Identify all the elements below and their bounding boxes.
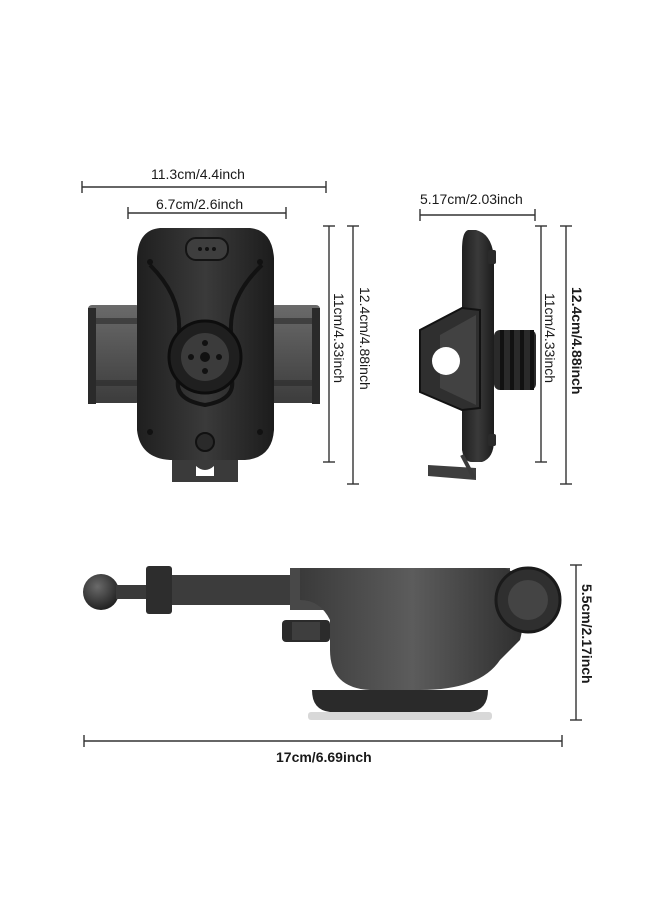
front-view-holder xyxy=(88,228,320,482)
base-length-label: 17cm/6.69inch xyxy=(276,749,372,765)
ball-joint xyxy=(83,574,119,610)
front-inner-width-label: 6.7cm/2.6inch xyxy=(156,196,244,212)
base-height-label: 5.5cm/2.17inch xyxy=(579,584,595,684)
base-arm-view xyxy=(83,566,562,720)
suction-cup xyxy=(312,690,488,712)
side-overall-height-label: 12.4cm/4.88inch xyxy=(569,287,585,395)
front-inner-height-label: 11cm/4.33inch xyxy=(331,293,347,384)
telescopic-arm xyxy=(150,575,300,605)
dimension-lines xyxy=(81,181,582,747)
left-grip-arm xyxy=(88,305,140,403)
front-overall-width-label: 11.3cm/4.4inch xyxy=(151,166,245,182)
right-grip-arm xyxy=(268,305,320,403)
side-view-holder xyxy=(419,230,536,480)
side-depth-label: 5.17cm/2.03inch xyxy=(420,191,523,207)
side-inner-height-label: 11cm/4.33inch xyxy=(542,293,558,384)
front-overall-height-label: 12.4cm/4.88inch xyxy=(357,287,373,390)
base-body xyxy=(300,568,525,690)
side-knob xyxy=(494,330,536,390)
